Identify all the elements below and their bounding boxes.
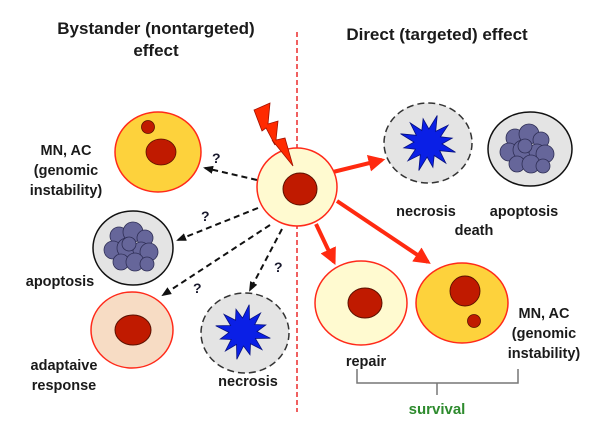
arrow-to-adaptive: [161, 224, 271, 297]
survival-label: survival: [409, 401, 466, 418]
nucleus: [282, 172, 318, 206]
repair-label: repair: [346, 354, 387, 370]
bystander-mnac-label-line3: instability): [30, 183, 103, 199]
bystander-necrosis-cell: [200, 292, 290, 374]
bystander-necrosis-label: necrosis: [218, 374, 278, 390]
irradiated-cell: [256, 147, 338, 227]
direct-arrows: [314, 155, 431, 266]
apoptotic-body: [535, 158, 551, 174]
direct-apoptosis-cell: [487, 111, 573, 187]
radiation-lightning-icon: [253, 102, 294, 167]
arrow-to-bystander-apoptosis: [176, 207, 259, 241]
survival-bracket: [356, 369, 519, 395]
bystander-mnac-label-line1: MN, AC: [40, 143, 92, 159]
direct-mnac-label-line2: (genomic: [512, 326, 576, 342]
arrow-to-direct-necrosis: [332, 155, 386, 174]
arrow-to-bystander-necrosis: [249, 228, 283, 292]
question-mark-necrosis: ?: [274, 259, 283, 275]
adaptive-label-line1: adaptaive: [31, 358, 98, 374]
repair-cell: [314, 260, 408, 346]
adaptive-label-line2: response: [32, 378, 96, 394]
bystander-mnac-cell: [114, 111, 202, 193]
bystander-apoptosis-label: apoptosis: [26, 274, 94, 290]
apoptotic-body: [139, 256, 155, 272]
apoptotic-body: [121, 236, 137, 252]
question-mark-mnac: ?: [212, 150, 221, 166]
bystander-title-line1: Bystander (nontargeted): [57, 19, 254, 38]
question-mark-adaptive: ?: [193, 280, 202, 296]
arrow-to-repair: [314, 223, 336, 266]
bystander-arrows: [161, 165, 283, 297]
bystander-title-line2: effect: [133, 41, 179, 60]
direct-title: Direct (targeted) effect: [346, 25, 528, 44]
bystander-mnac-label-line2: (genomic: [34, 163, 98, 179]
direct-apoptosis-label: apoptosis: [490, 204, 558, 220]
adaptive-response-cell: [90, 291, 174, 369]
direct-mnac-cell: [415, 262, 509, 344]
apoptotic-body: [517, 138, 533, 154]
direct-mnac-label-line1: MN, AC: [518, 306, 570, 322]
direct-necrosis-cell: [383, 102, 473, 184]
direct-mnac-label-line3: instability): [508, 346, 581, 362]
direct-necrosis-label: necrosis: [396, 204, 456, 220]
death-label: death: [455, 223, 494, 239]
arrow-to-bystander-mnac: [203, 165, 258, 181]
question-mark-apoptosis: ?: [201, 208, 210, 224]
arrow-to-direct-mnac: [335, 199, 431, 264]
bystander-apoptosis-cell: [92, 210, 174, 286]
